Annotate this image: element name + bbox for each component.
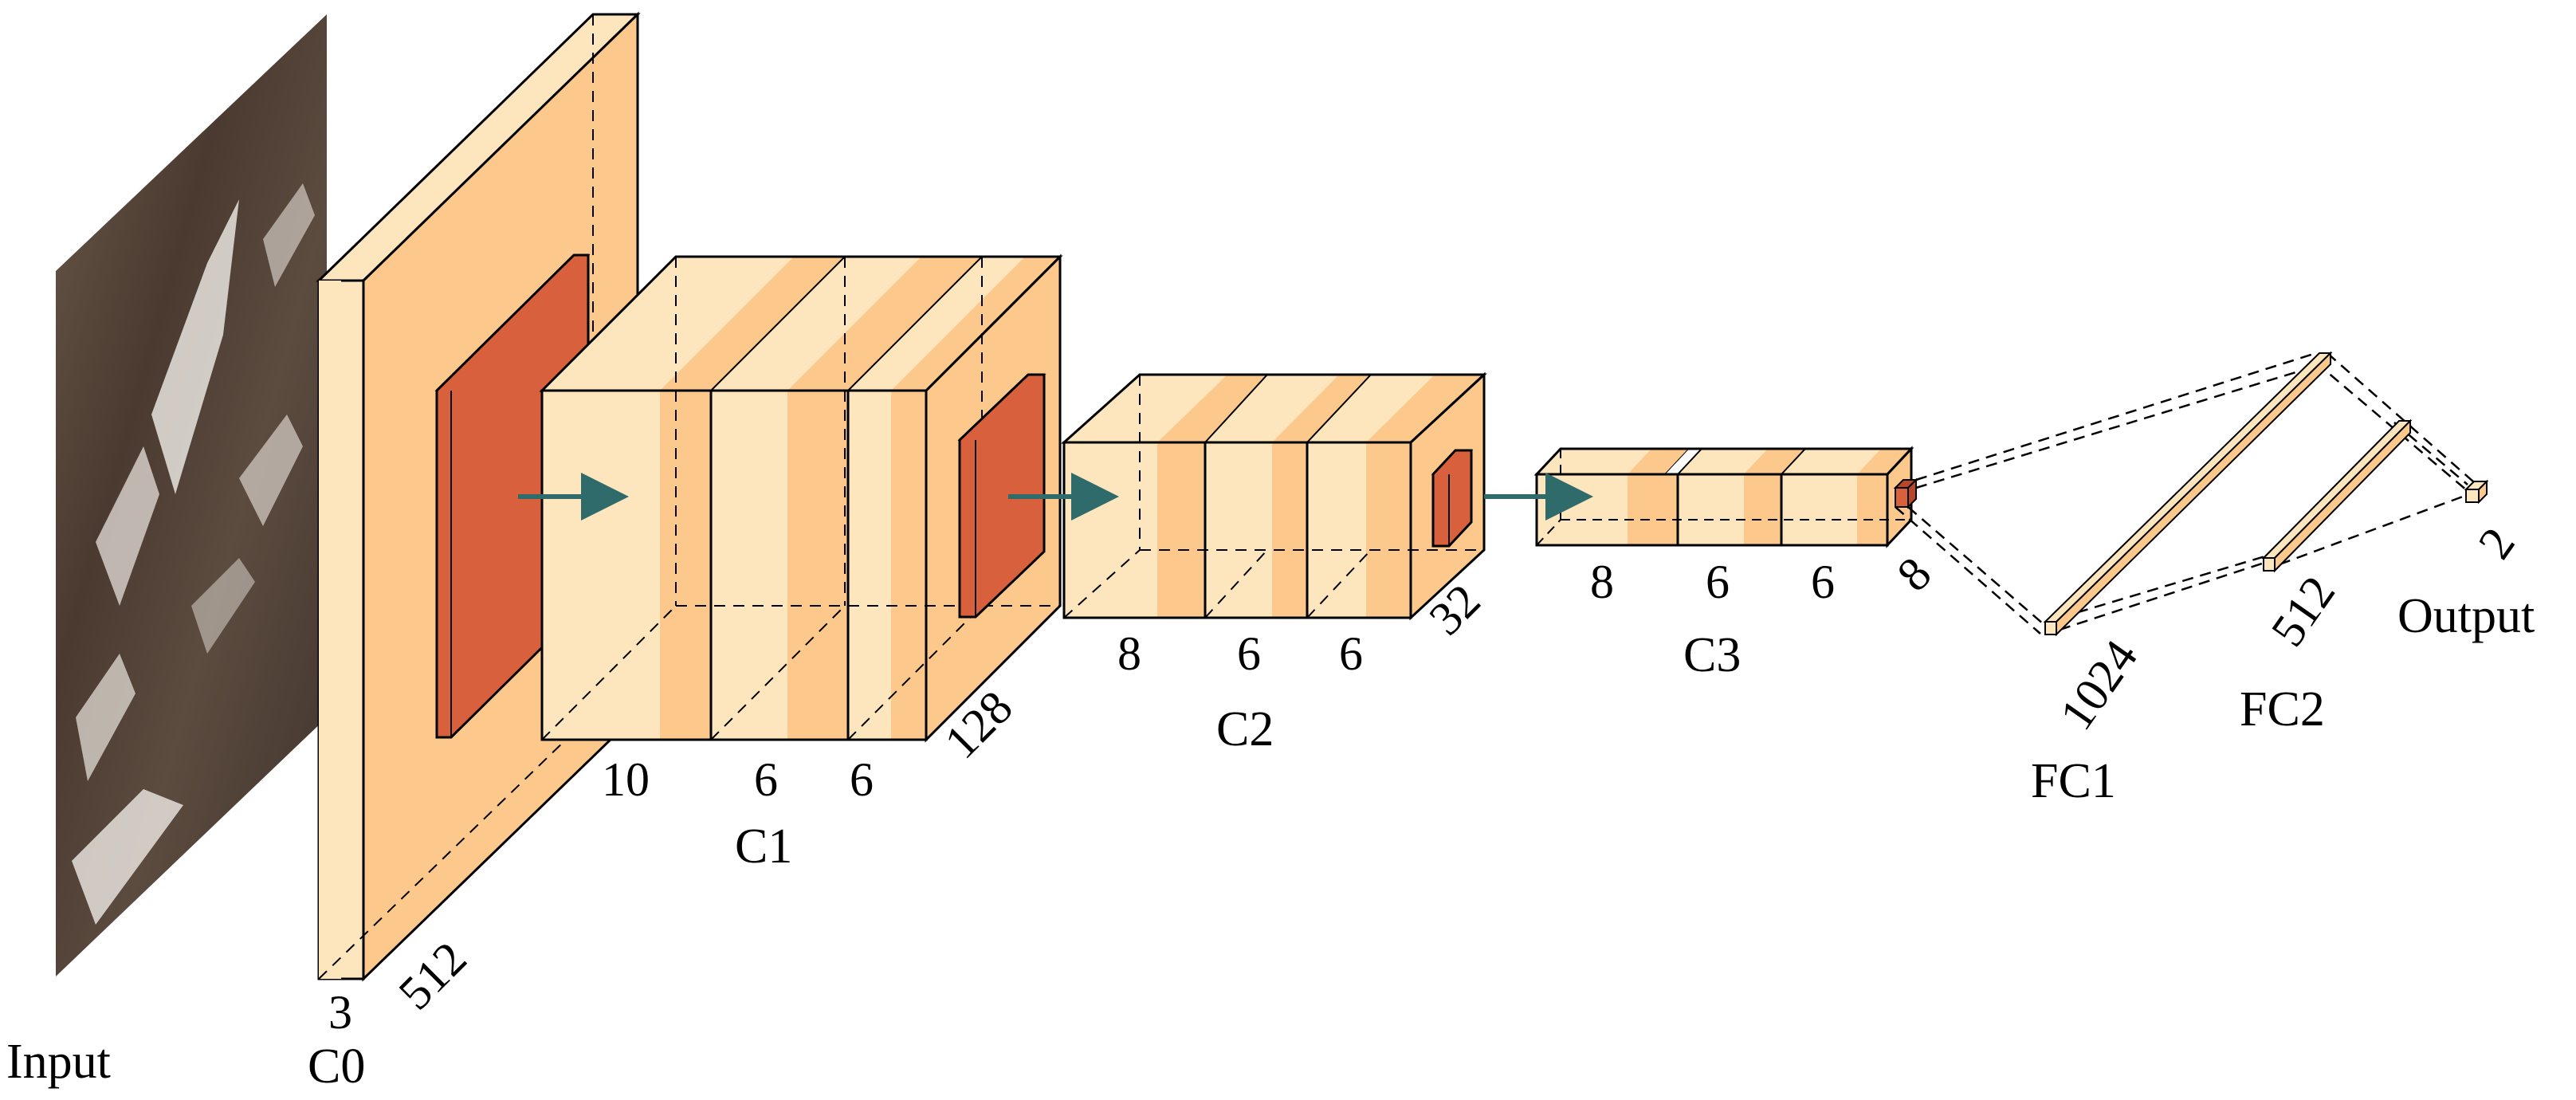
c3-label: C3 (1683, 628, 1741, 682)
c1-dim-b-label: 6 (754, 753, 778, 806)
c1-label: C1 (735, 819, 792, 874)
c2-dim-c-label: 6 (1339, 627, 1363, 680)
c2-kernel (1431, 449, 1474, 548)
output-label: Output (2397, 589, 2535, 643)
c0-size-label: 512 (389, 932, 477, 1019)
c3-size-label: 8 (1887, 547, 1942, 601)
fc2-label: FC2 (2240, 682, 2325, 737)
c3-dim-a-label: 8 (1590, 556, 1614, 608)
c0-depth-label: 3 (328, 986, 352, 1039)
c1-kernel (957, 373, 1046, 619)
c0-label: C0 (308, 1039, 365, 1094)
c2-block (1061, 371, 1487, 621)
c3-dim-c-label: 6 (1811, 556, 1835, 608)
fc2-size-label: 512 (2261, 567, 2346, 656)
c3-dim-b-label: 6 (1706, 556, 1730, 608)
c2-dim-a-label: 8 (1117, 627, 1141, 680)
c3-kernel (1893, 477, 1918, 509)
fc1-label: FC1 (2031, 754, 2116, 808)
fc-connections (1895, 352, 2475, 634)
input-label: Input (6, 1035, 111, 1089)
c1-dim-a-label: 10 (602, 753, 650, 806)
c2-label: C2 (1216, 702, 1274, 756)
fc1-size-label: 1024 (2050, 631, 2148, 739)
input-image (56, 14, 327, 976)
fc2-block (2261, 418, 2413, 573)
output-block (2464, 479, 2489, 505)
c2-dim-b-label: 6 (1237, 627, 1261, 680)
fc1-block (2043, 351, 2333, 637)
c3-block (1533, 446, 1914, 548)
c1-dim-c-label: 6 (850, 753, 874, 806)
output-size-label: 2 (2468, 518, 2525, 568)
